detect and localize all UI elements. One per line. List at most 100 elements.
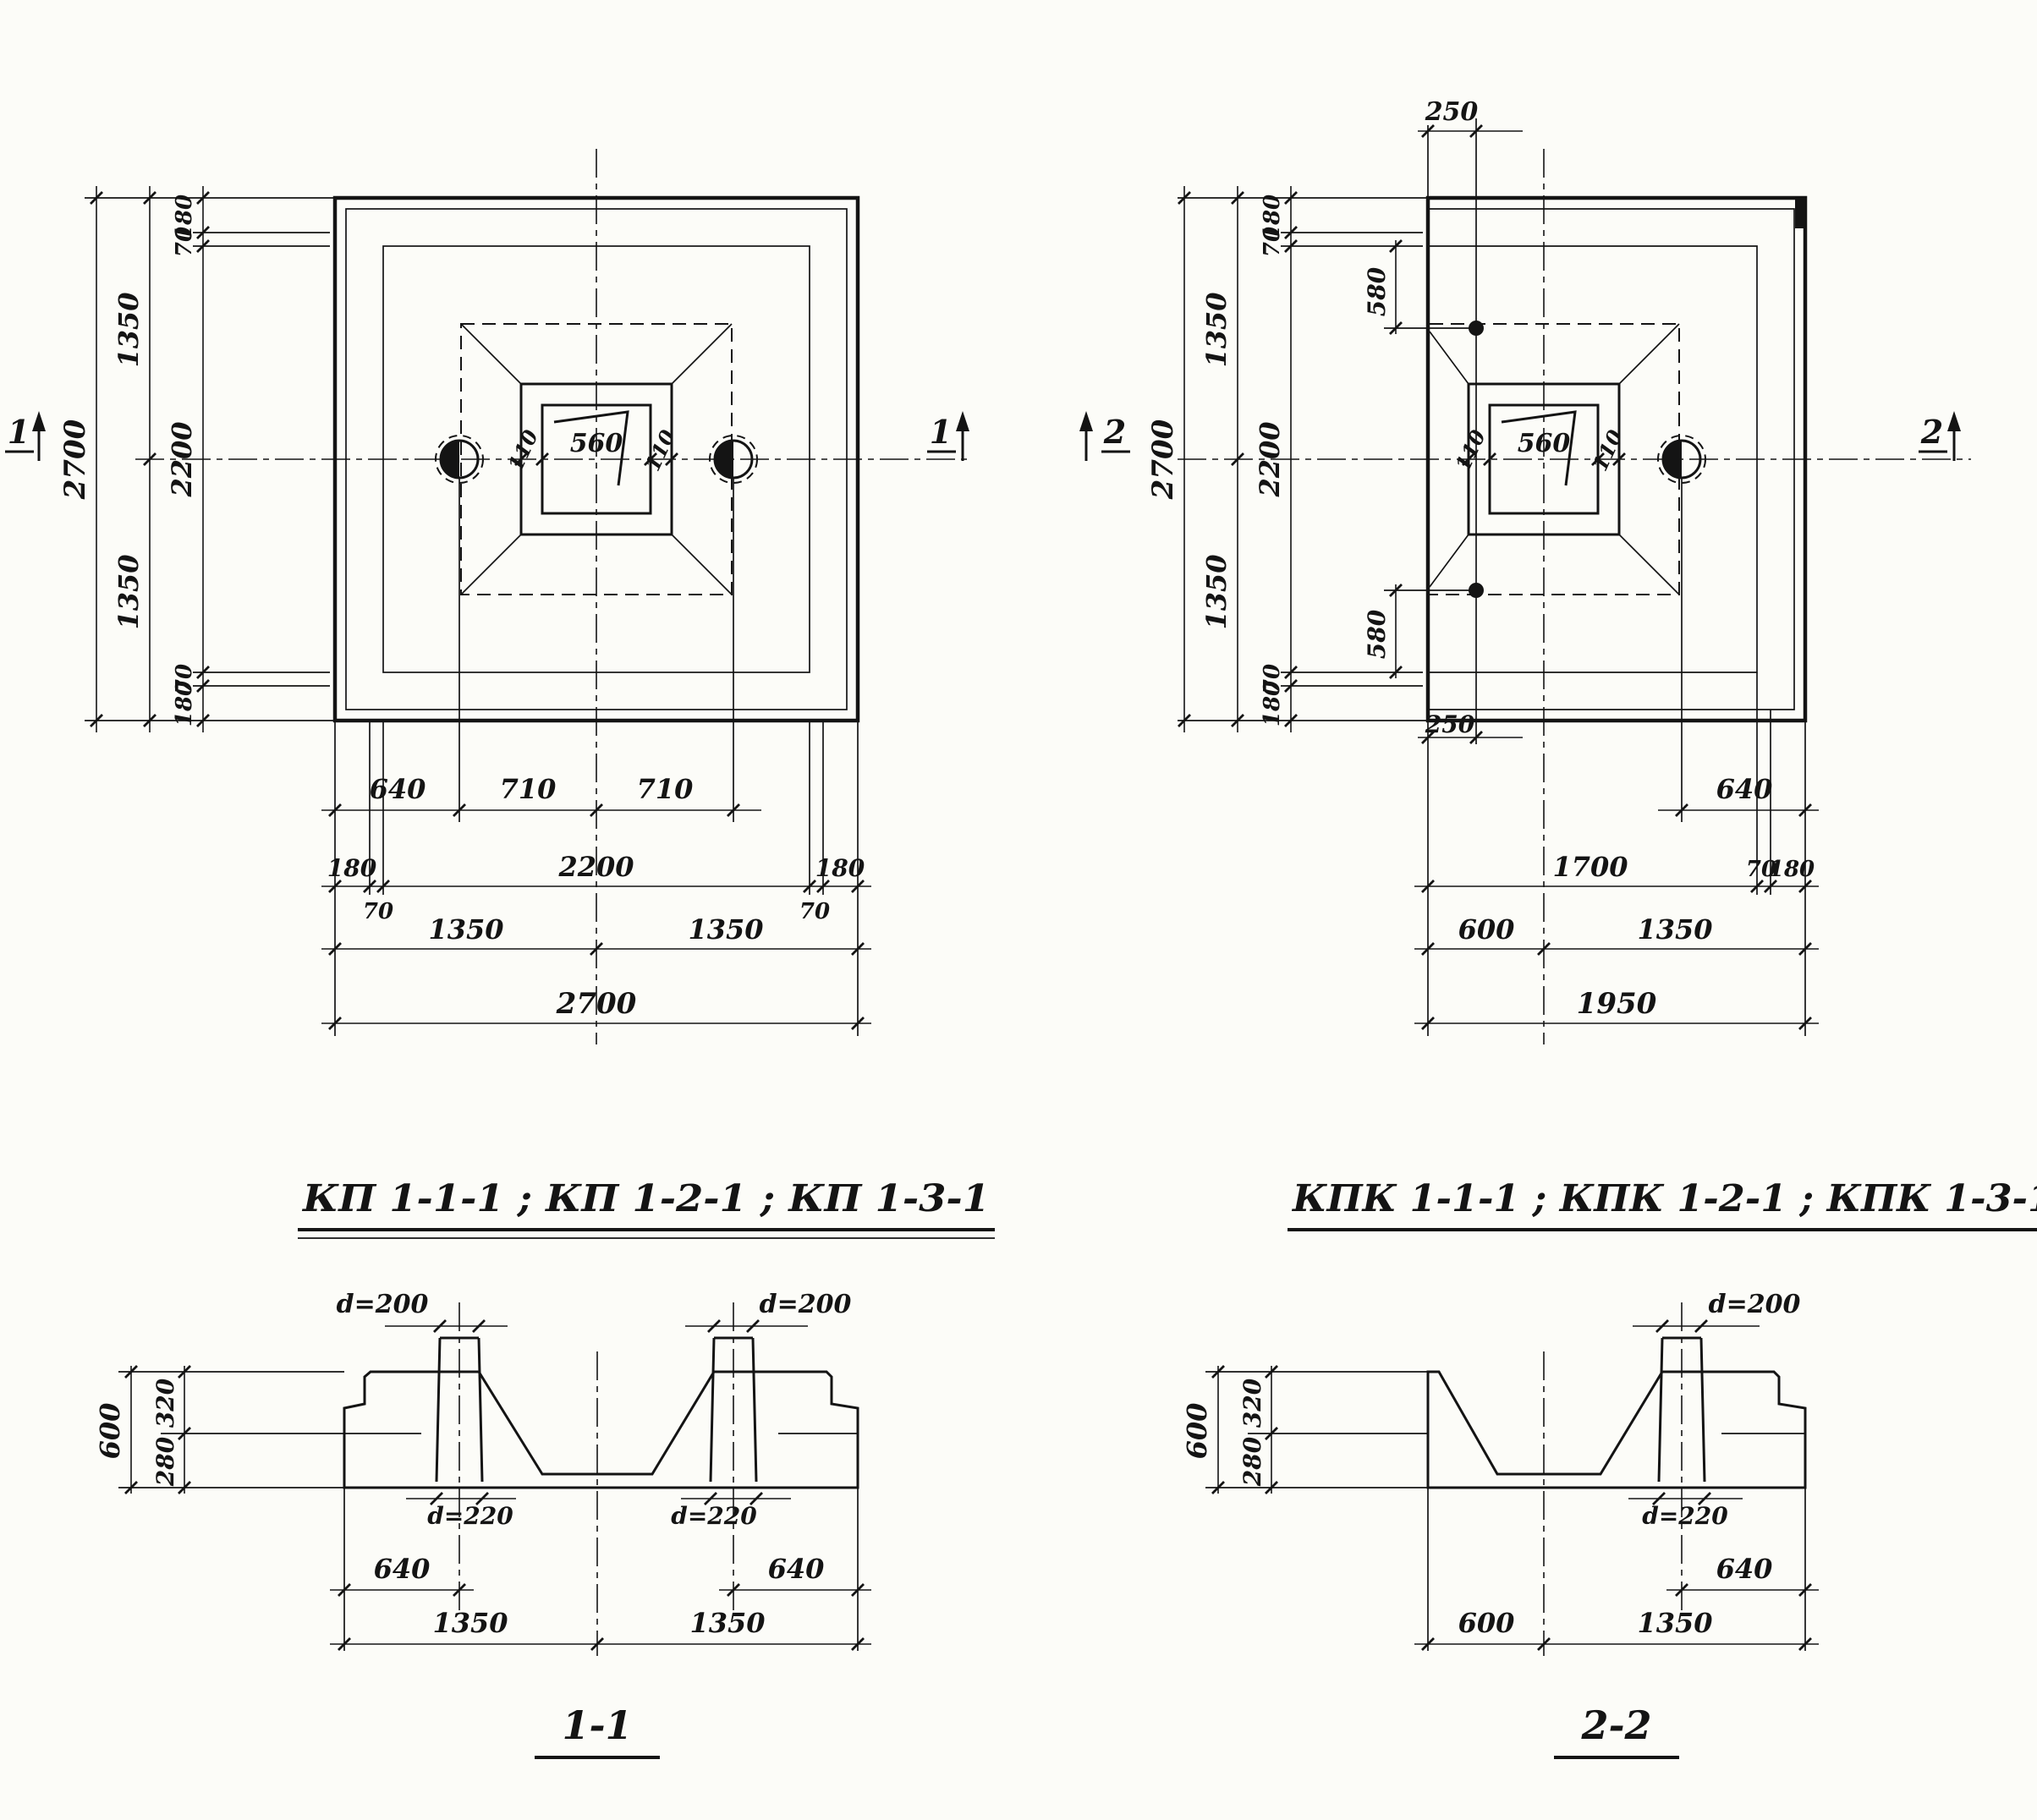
dim-label-d220: d=220 — [1642, 1502, 1728, 1530]
extension-lines — [1178, 118, 1806, 1036]
section-marker-label: 1 — [930, 413, 952, 451]
dim-label-70-bottom: 70 — [172, 664, 197, 694]
anchor-hole-right-shading — [715, 441, 733, 478]
pyramid-slope-edges — [1429, 323, 1680, 595]
section-arrow-head — [1079, 411, 1093, 431]
dim-label-280: 280 — [151, 1436, 179, 1487]
dim-label-70-top: 70 — [172, 227, 197, 257]
dim-label-600: 600 — [94, 1403, 126, 1460]
section-view-2-2: d=200 600 320 280 d=220 640 600 1350 2-2 — [1181, 1290, 1819, 1759]
dimension-ticks — [90, 191, 865, 1030]
handwritten-mark — [553, 410, 629, 486]
handwritten-mark — [1501, 410, 1577, 486]
centerlines — [135, 149, 973, 1044]
dim-label-1350-top: 1350 — [113, 292, 145, 367]
dim-label-320: 320 — [1238, 1378, 1266, 1428]
titles-row: КП 1-1-1 ; КП 1-2-1 ; КП 1-3-1 КПК 1-1-1… — [298, 1177, 2037, 1239]
dim-label-1350-right: 1350 — [689, 1607, 765, 1639]
extension-lines — [85, 197, 859, 1036]
dim-label-180-bottom: 180 — [172, 681, 197, 726]
dim-label-1350: 1350 — [1637, 1607, 1712, 1639]
section-marker-label: 2 — [1920, 413, 1943, 451]
dim-label-1350-top: 1350 — [1200, 292, 1233, 367]
dim-label-1700: 1700 — [1552, 851, 1628, 883]
section-arrow-head — [956, 411, 969, 431]
dim-label-1350-bottom: 1350 — [1200, 554, 1233, 629]
dim-label-180-top: 180 — [172, 195, 197, 240]
section-arrow-head — [1947, 411, 1961, 431]
dim-label-2700-vertical: 2700 — [58, 419, 92, 500]
dim-label-180-left: 180 — [327, 854, 377, 882]
dim-label-70-left: 70 — [363, 899, 393, 924]
dim-label-d200-left: d=200 — [337, 1290, 429, 1319]
dim-label-560: 560 — [1518, 429, 1571, 458]
extension-lines — [1205, 1371, 1806, 1651]
dim-label-180-bottom: 180 — [1260, 681, 1285, 726]
section-marker-1-right: 1 — [927, 411, 969, 461]
foundation-section-profile — [343, 1370, 859, 1489]
dim-label-d220-right: d=220 — [671, 1502, 757, 1530]
corner-ink-blot — [1795, 200, 1804, 228]
dimension-ticks — [1178, 124, 1812, 1030]
dim-label-d220-left: d=220 — [427, 1502, 513, 1530]
dim-label-110-left: 110 — [1451, 425, 1491, 474]
dim-label-640-right: 640 — [768, 1553, 825, 1585]
dim-label-180-right: 180 — [815, 854, 865, 882]
centerlines — [458, 1302, 734, 1656]
dim-label-70-bottom: 70 — [1260, 664, 1285, 694]
dim-label-2200-horizontal: 2200 — [557, 851, 634, 883]
plan-view-left: 2700 1350 1350 2200 180 70 70 180 110 56… — [5, 149, 973, 1044]
extension-lines — [118, 1371, 859, 1651]
dim-label-70-right: 70 — [799, 899, 830, 924]
dim-label-2700-horizontal: 2700 — [556, 987, 637, 1021]
title-plan-right: КПК 1-1-1 ; КПК 1-2-1 ; КПК 1-3-1 — [1291, 1177, 2037, 1220]
foundation-section-profile — [1426, 1370, 1807, 1489]
dim-label-2200-vertical: 2200 — [166, 421, 198, 497]
dim-label-1350-horizontal: 1350 — [1637, 913, 1712, 946]
dim-label-2200-vertical: 2200 — [1254, 421, 1286, 497]
dimension-ticks — [124, 1319, 865, 1651]
dim-label-600-horizontal: 600 — [1458, 1607, 1515, 1639]
anchor-hole-shading — [1663, 441, 1682, 478]
dimension-lines — [130, 1325, 871, 1645]
plan-view-right: 250 2700 1350 1350 2200 180 70 580 580 7… — [1079, 97, 1971, 1044]
dim-label-580-top: 580 — [1363, 266, 1391, 316]
dim-label-1350-right: 1350 — [688, 913, 763, 946]
dim-label-110-right: 110 — [640, 425, 681, 474]
dim-label-1950: 1950 — [1577, 987, 1657, 1021]
centerlines — [1543, 1302, 1683, 1656]
title-plan-left: КП 1-1-1 ; КП 1-2-1 ; КП 1-3-1 — [301, 1177, 990, 1220]
dim-label-600-vertical: 600 — [1181, 1403, 1213, 1460]
section-marker-label: 2 — [1103, 413, 1126, 451]
dim-label-2700-vertical: 2700 — [1146, 419, 1180, 500]
dim-label-280: 280 — [1238, 1436, 1266, 1487]
dim-label-640: 640 — [1716, 1553, 1773, 1585]
dim-label-180-top: 180 — [1260, 195, 1285, 240]
dim-label-1350-left: 1350 — [432, 1607, 508, 1639]
dim-label-640: 640 — [370, 773, 426, 805]
pyramid-slope-edges — [460, 323, 733, 595]
dimension-ticks — [1211, 1319, 1812, 1651]
dim-label-640: 640 — [1716, 773, 1773, 805]
dim-label-640-left: 640 — [374, 1553, 431, 1585]
section-title-2-2: 2-2 — [1580, 1702, 1651, 1748]
dim-label-1350-bottom: 1350 — [113, 554, 145, 629]
dim-label-70-horizontal: 70 — [1746, 857, 1776, 882]
dim-label-320: 320 — [151, 1378, 179, 1428]
section-marker-2-right: 2 — [1919, 411, 1961, 461]
dim-label-560: 560 — [570, 429, 623, 458]
section-title-1-1: 1-1 — [562, 1702, 632, 1748]
section-arrow-head — [32, 411, 46, 431]
dim-label-580-bottom: 580 — [1363, 609, 1391, 659]
dim-label-d200: d=200 — [1709, 1290, 1801, 1319]
dim-label-110-right: 110 — [1588, 425, 1628, 474]
dimension-lines — [1217, 1325, 1819, 1645]
dim-label-70-top: 70 — [1260, 227, 1285, 257]
dim-label-180-horizontal: 180 — [1769, 857, 1815, 882]
dim-label-600: 600 — [1458, 913, 1515, 946]
section-view-1-1: d=200 d=200 600 320 280 d=220 d=220 640 … — [94, 1290, 871, 1759]
dim-label-250-bottom: 250 — [1425, 710, 1475, 738]
section-marker-2-left: 2 — [1079, 411, 1130, 461]
